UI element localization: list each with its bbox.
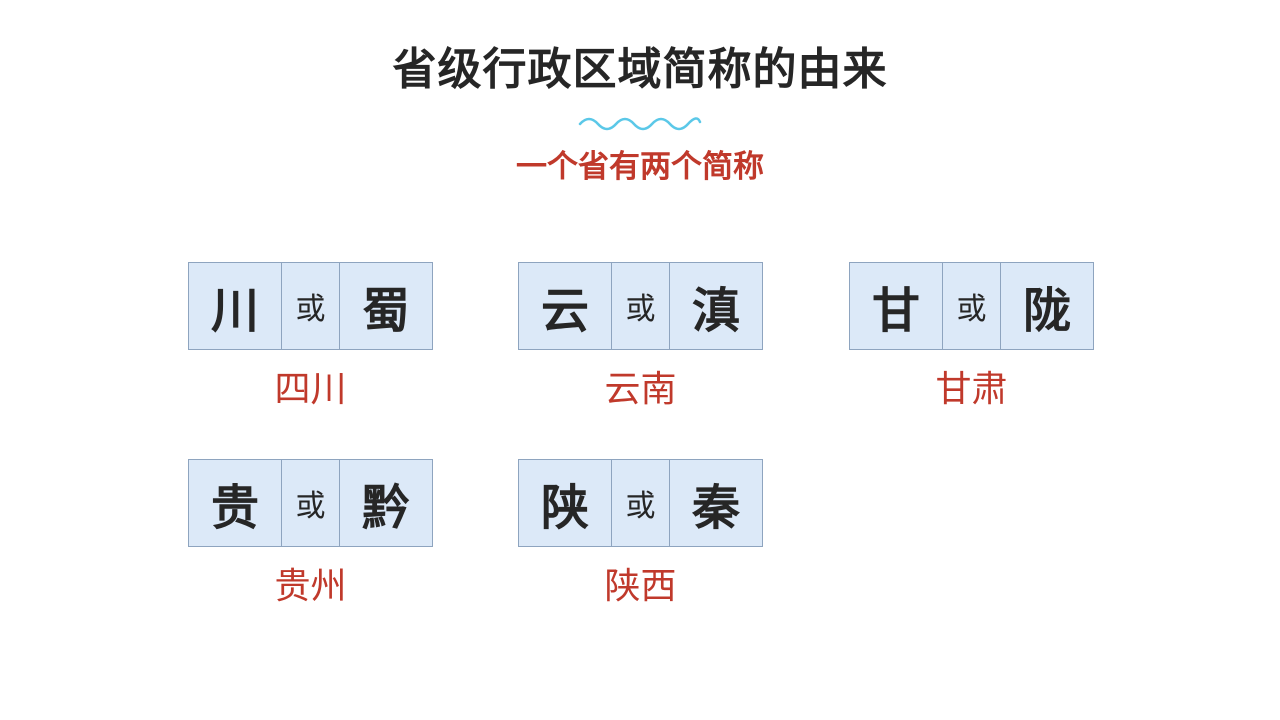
abbreviation-primary: 贵	[210, 480, 259, 536]
province-name: 甘肃	[935, 369, 1008, 410]
abbreviation-primary: 甘	[871, 283, 920, 339]
abbreviation-secondary: 陇	[1022, 283, 1071, 339]
subtitle: 一个省有两个简称	[516, 149, 764, 185]
abbreviation-box: 甘 或 陇	[849, 262, 1094, 350]
connector-text: 或	[611, 460, 670, 546]
abbreviation-secondary: 秦	[691, 480, 740, 536]
province-card-sichuan: 川 或 蜀 四川	[188, 262, 433, 414]
abbreviation-secondary: 黔	[361, 480, 410, 536]
connector-text: 或	[281, 263, 340, 349]
abbreviation-secondary: 滇	[691, 283, 740, 339]
abbreviation-primary: 云	[540, 283, 589, 339]
province-card-guizhou: 贵 或 黔 贵州	[188, 459, 433, 611]
province-card-shaanxi: 陕 或 秦 陕西	[518, 459, 763, 611]
abbreviation-primary: 陕	[540, 480, 589, 536]
abbreviation-secondary: 蜀	[361, 283, 410, 339]
wave-divider-icon	[578, 117, 702, 131]
province-card-yunnan: 云 或 滇 云南	[518, 262, 763, 414]
province-name: 贵州	[274, 566, 347, 607]
connector-text: 或	[281, 460, 340, 546]
abbreviation-box: 陕 或 秦	[518, 459, 763, 547]
abbreviation-box: 云 或 滇	[518, 262, 763, 350]
province-card-gansu: 甘 或 陇 甘肃	[849, 262, 1094, 414]
page-title: 省级行政区域简称的由来	[392, 44, 888, 95]
province-name: 四川	[274, 369, 347, 410]
province-name: 云南	[604, 369, 677, 410]
abbreviation-box: 贵 或 黔	[188, 459, 433, 547]
connector-text: 或	[942, 263, 1001, 349]
abbreviation-primary: 川	[210, 283, 259, 339]
abbreviation-box: 川 或 蜀	[188, 262, 433, 350]
province-name: 陕西	[604, 566, 677, 607]
connector-text: 或	[611, 263, 670, 349]
